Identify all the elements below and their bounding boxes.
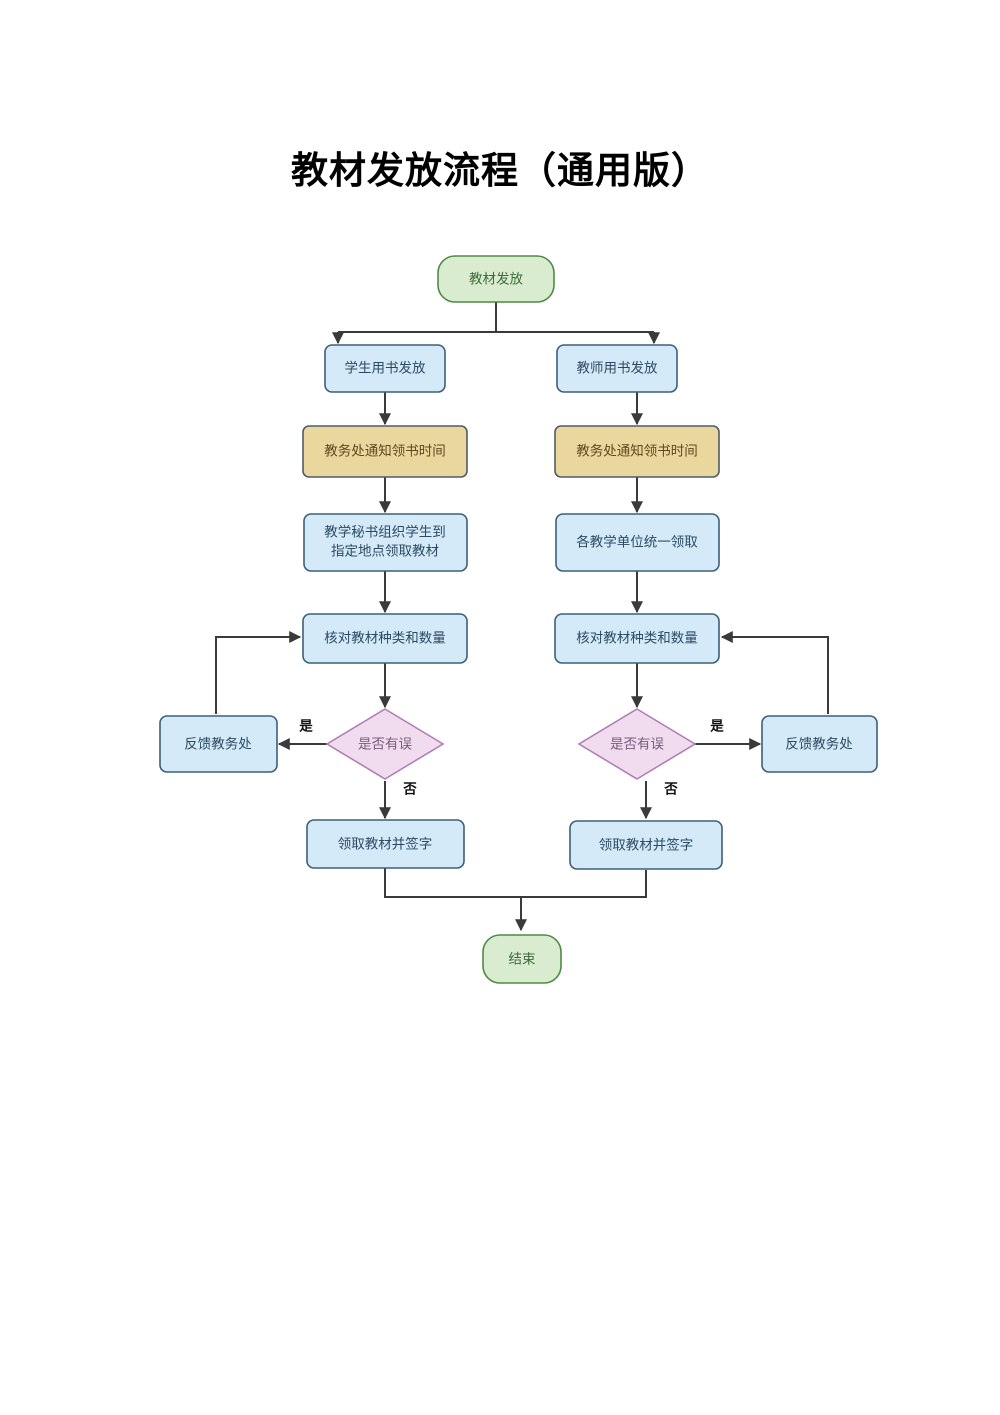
node-teacher-branch-label: 教师用书发放 [577,361,658,376]
node-student-organize-label-line2: 指定地点领取教材 [331,544,439,559]
node-start[interactable]: 教材发放 [437,255,555,303]
node-student-notice[interactable]: 教务处通知领书时间 [302,425,468,478]
node-student-notice-label: 教务处通知领书时间 [324,443,446,459]
node-student-feedback-shape [159,715,278,773]
node-teacher-feedback-shape [761,715,878,773]
node-teacher-collect[interactable]: 各教学单位统一领取 [555,513,720,572]
edge-teacher-sign-to-merge [521,870,647,898]
node-end-shape [482,934,562,984]
node-teacher-branch[interactable]: 教师用书发放 [556,344,678,393]
edge-teacher-feedback-to-check [720,631,829,714]
node-student-feedback[interactable]: 反馈教务处 [159,715,278,773]
node-student-branch-label: 学生用书发放 [345,361,426,376]
node-student-organize-label-line1: 教学秘书组织学生到 [324,525,446,540]
node-teacher-notice[interactable]: 教务处通知领书时间 [554,425,720,478]
edge-label-student-no: 否 [402,782,417,797]
node-student-feedback-label: 反馈教务处 [184,737,252,752]
node-teacher-decision-shape [577,708,697,780]
node-student-decision[interactable]: 是否有误 [325,708,445,780]
node-student-decision-shape [325,708,445,780]
node-student-sign-label: 领取教材并签字 [338,836,433,852]
node-student-notice-shape [302,425,468,478]
node-student-branch[interactable]: 学生用书发放 [324,344,446,393]
edge-label-teacher-no: 否 [663,782,678,797]
node-end[interactable]: 结束 [482,934,562,984]
node-teacher-feedback[interactable]: 反馈教务处 [761,715,878,773]
edge-label-student-yes: 是 [299,719,313,734]
node-teacher-check[interactable]: 核对教材种类和数量 [554,613,720,664]
edge-label-teacher-yes: 是 [710,719,724,734]
node-teacher-check-label: 核对教材种类和数量 [576,631,698,646]
node-student-check-label: 核对教材种类和数量 [324,631,446,646]
node-student-branch-shape [324,344,446,393]
node-teacher-collect-shape [555,513,720,572]
node-teacher-sign-label: 领取教材并签字 [599,837,694,853]
node-teacher-branch-shape [556,344,678,393]
node-teacher-decision-label: 是否有误 [610,737,664,752]
node-teacher-sign[interactable]: 领取教材并签字 [569,820,723,870]
edge-student-feedback-to-check [215,631,302,714]
edge-student-sign-to-merge [384,868,521,898]
node-teacher-feedback-label: 反馈教务处 [785,737,853,752]
page-title: 教材发放流程（通用版） [291,151,709,192]
node-teacher-check-shape [554,613,720,664]
node-teacher-notice-label: 教务处通知领书时间 [576,443,698,459]
node-student-decision-label: 是否有误 [358,737,412,752]
node-student-sign-shape [306,819,465,869]
node-student-organize[interactable]: 教学秘书组织学生到 指定地点领取教材 [303,513,468,572]
node-teacher-notice-shape [554,425,720,478]
node-teacher-sign-shape [569,820,723,870]
node-student-check-shape [302,613,468,664]
node-teacher-decision[interactable]: 是否有误 [577,708,697,780]
node-student-sign[interactable]: 领取教材并签字 [306,819,465,869]
node-end-label: 结束 [509,952,537,967]
node-start-shape [437,255,555,303]
node-start-label: 教材发放 [469,272,523,287]
node-student-check[interactable]: 核对教材种类和数量 [302,613,468,664]
node-student-organize-shape [303,513,468,572]
node-teacher-collect-label: 各教学单位统一领取 [576,535,698,550]
